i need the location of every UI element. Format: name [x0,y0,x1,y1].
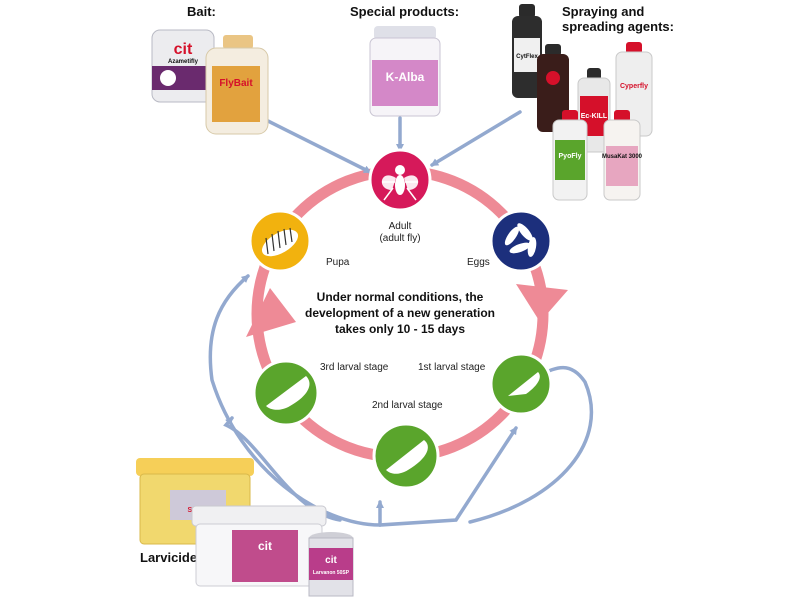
product-larvicides: Solfac cit cit Larvanon 50SP [136,458,354,597]
stage-label-1st: 1st larval stage [418,362,486,373]
arrow-larvicide-to-1st-outer [468,365,594,524]
center-text-line3: takes only 10 - 15 days [335,322,465,336]
stage-label-adult: Adult [389,221,412,232]
stage-1st-larval [489,352,553,416]
stage-label-2nd: 2nd larval stage [372,400,443,411]
stage-pupa [248,209,312,273]
fly-icon [381,165,419,201]
bait-tin-fly-icon [160,70,176,86]
larva-icon [386,440,428,474]
spray-bottle-2-name: Cyperfly [620,83,648,90]
arrow-spray-to-adult [430,110,522,167]
product-spray-bottles: CytFlex Cyperfly Ec-KILL PyoFly [512,4,653,201]
larvicide-bucket-white: cit [191,505,327,587]
spray-bottle-6: MusaKat 3000 [602,110,643,201]
larva-icon [508,372,540,396]
heading-special: Special products: [350,4,459,19]
spray-bottle-4-name: PyoFly [559,153,582,160]
center-text-line2: development of a new generation [305,306,495,320]
larvicide-tin-name: Larvanon 50SP [313,570,350,576]
stage-2nd-larval [372,422,440,490]
stage-3rd-larval [252,359,320,427]
larvicide-tin-brand: cit [325,555,337,566]
stage-label-3rd: 3rd larval stage [320,362,389,373]
arrow-larvicide-to-1st [378,426,518,527]
eggs-icon [504,223,537,257]
product-bait-jar: FlyBait [205,35,269,135]
spray-bottle-5: PyoFly [552,110,588,201]
heading-spraying-2: spreading agents: [562,19,674,34]
larvicide-tin: cit Larvanon 50SP [308,532,354,597]
center-text-line1: Under normal conditions, the [317,290,484,304]
stage-eggs [489,209,553,273]
bait-tin-brand: cit [174,41,193,58]
heading-bait: Bait: [187,4,216,19]
spray-bottle-3-name: Ec-KILL [581,113,608,120]
spray-bottle-2 [537,44,569,132]
larvicide-white-brand: cit [258,539,272,553]
pupa-icon [261,227,299,257]
spray-bottle-1: CytFlex [512,4,542,98]
stage-label-adult-sub: (adult fly) [379,233,420,244]
product-special-tub: K-Alba [369,26,441,117]
stage-label-pupa: Pupa [326,257,350,268]
cycle-arrow-head-left [246,288,296,337]
product-bait-tin: cit Azametifly [151,29,215,103]
spray-bottle-1-name: CytFlex [516,54,538,60]
bait-jar-name: FlyBait [219,78,253,89]
stage-adult [368,148,432,212]
stage-label-eggs: Eggs [467,257,490,268]
special-tub-name: K-Alba [386,70,425,84]
heading-spraying-1: Spraying and [562,4,644,19]
arrow-larvicide-to-pupa [208,274,382,527]
cycle-arrow-head-right [516,284,568,322]
larva-icon [266,376,310,410]
heading-larvicides: Larvicides: [140,550,209,565]
arrow-bait-to-adult [260,116,372,174]
spray-bottle-5-name: MusaKat 3000 [602,154,643,160]
bait-tin-name: Azametifly [168,59,199,65]
